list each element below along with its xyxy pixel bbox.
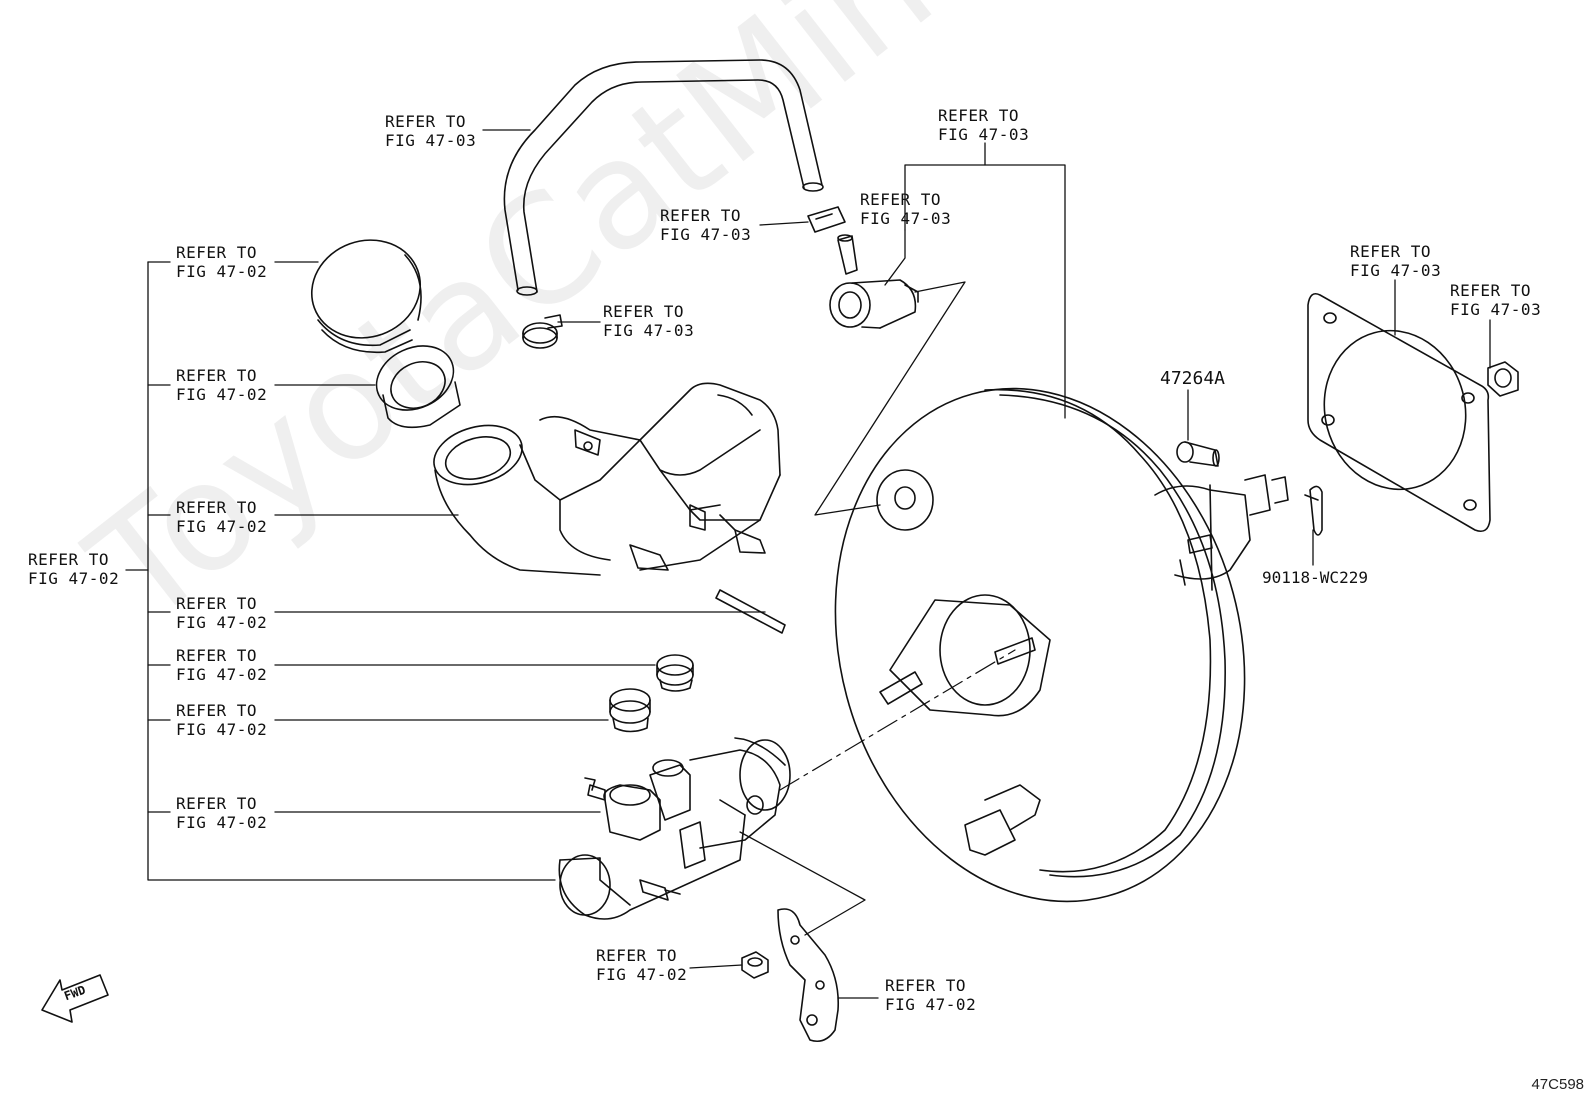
reservoir-strainer: [375, 345, 461, 429]
part-number-90118-WC229: 90118-WC229: [1262, 568, 1368, 587]
grommet-1: [656, 654, 694, 692]
clevis-pin: [1176, 441, 1220, 467]
booster-gasket: [1307, 292, 1491, 533]
part-number-47264A: 47264A: [1160, 368, 1226, 389]
vacuum-hose: [503, 59, 824, 296]
leader-lines: [125, 129, 1491, 999]
brake-booster: [834, 387, 1289, 903]
mounting-bracket: [777, 908, 840, 1043]
clevis-clip: [1304, 485, 1323, 536]
fwd-arrow-icon: [41, 974, 109, 1023]
grommet-2: [609, 688, 651, 733]
reservoir-cap: [310, 239, 422, 354]
reservoir-tank: [433, 382, 781, 576]
spring-pin: [715, 589, 786, 634]
nut-right: [1487, 361, 1519, 397]
hose-clamp: [522, 314, 563, 349]
hose-clip: [807, 206, 846, 233]
nut-bottom: [741, 951, 769, 979]
center-lines: [779, 649, 1016, 791]
check-valve: [829, 234, 919, 329]
diagram-code: 47C598: [1531, 1076, 1584, 1093]
master-cylinder: [558, 737, 791, 920]
